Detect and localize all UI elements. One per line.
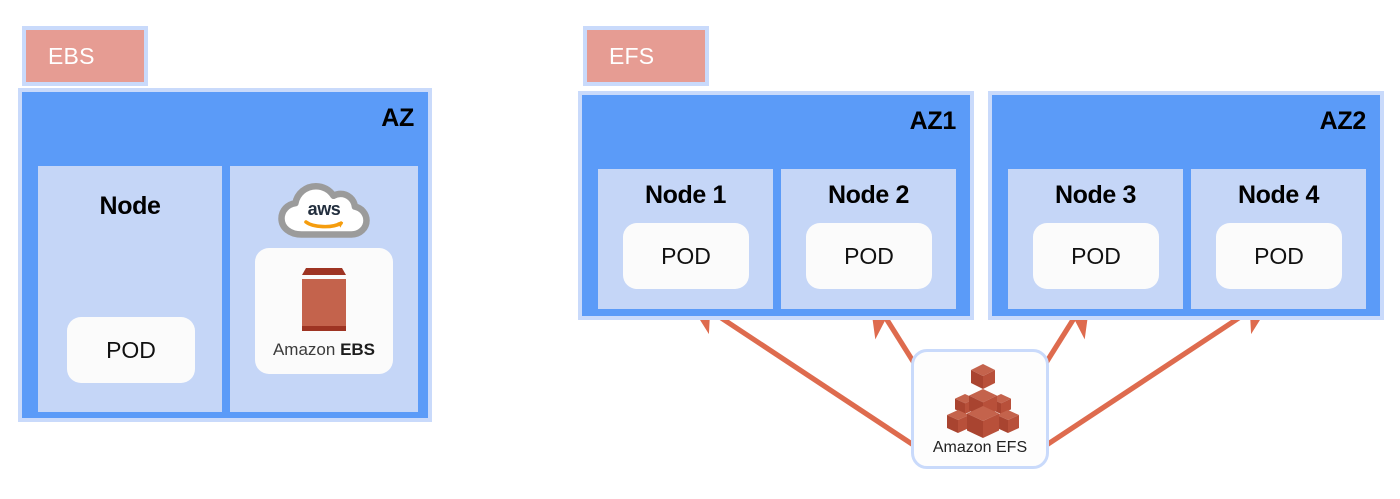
pod-label: POD — [106, 336, 156, 363]
pod-label: POD — [1071, 242, 1121, 269]
node-panel-node: Node POD — [38, 166, 222, 412]
node-panel-node-1: Node 1 POD — [598, 169, 773, 309]
service-name-bold-text: EBS — [340, 340, 376, 359]
section-chip-label: EBS — [48, 42, 95, 69]
amazon-efs-cubes-icon — [941, 360, 1025, 440]
amazon-ebs-volume-icon — [297, 260, 351, 336]
node-panel-node-2: Node 2 POD — [781, 169, 956, 309]
node-title: Node — [99, 192, 161, 220]
node-panel-node-3: Node 3 POD — [1008, 169, 1183, 309]
node-title: Node 1 — [645, 181, 726, 209]
pod-box: POD — [1216, 223, 1342, 289]
node-title: Node 2 — [828, 181, 909, 209]
section-chip-label: EFS — [609, 42, 655, 69]
node-title: Node 4 — [1238, 181, 1319, 209]
pod-box: POD — [67, 317, 195, 383]
pod-box: POD — [806, 223, 932, 289]
pod-box: POD — [623, 223, 749, 289]
service-label-amazon-efs: Amazon EFS — [932, 439, 1028, 456]
pod-box: POD — [1033, 223, 1159, 289]
service-label-amazon-ebs: Amazon EBS — [255, 340, 393, 360]
service-tile-amazon-efs: Amazon EFS — [911, 349, 1049, 469]
node-panel-node-4: Node 4 POD — [1191, 169, 1366, 309]
aws-cloud-logo-icon: aws — [277, 180, 371, 240]
pod-label: POD — [1254, 242, 1304, 269]
az-container-az1: AZ1 Node 1 POD Node 2 POD — [578, 91, 974, 320]
az-title: AZ — [381, 104, 414, 132]
pod-label: POD — [844, 242, 894, 269]
svg-text:aws: aws — [308, 199, 341, 219]
service-panel-ebs: aws Amazon EBS — [230, 166, 418, 412]
service-name-text: Amazon — [272, 340, 336, 359]
section-chip-efs: EFS — [583, 26, 709, 86]
section-chip-ebs: EBS — [22, 26, 148, 86]
pod-label: POD — [661, 242, 711, 269]
az-container-az2: AZ2 Node 3 POD Node 4 POD — [988, 91, 1384, 320]
node-title: Node 3 — [1055, 181, 1136, 209]
az-title: AZ2 — [1319, 107, 1367, 135]
az-title: AZ1 — [909, 107, 957, 135]
az-container-az: AZ Node POD aws — [18, 88, 432, 422]
service-tile-amazon-ebs: Amazon EBS — [255, 248, 393, 374]
